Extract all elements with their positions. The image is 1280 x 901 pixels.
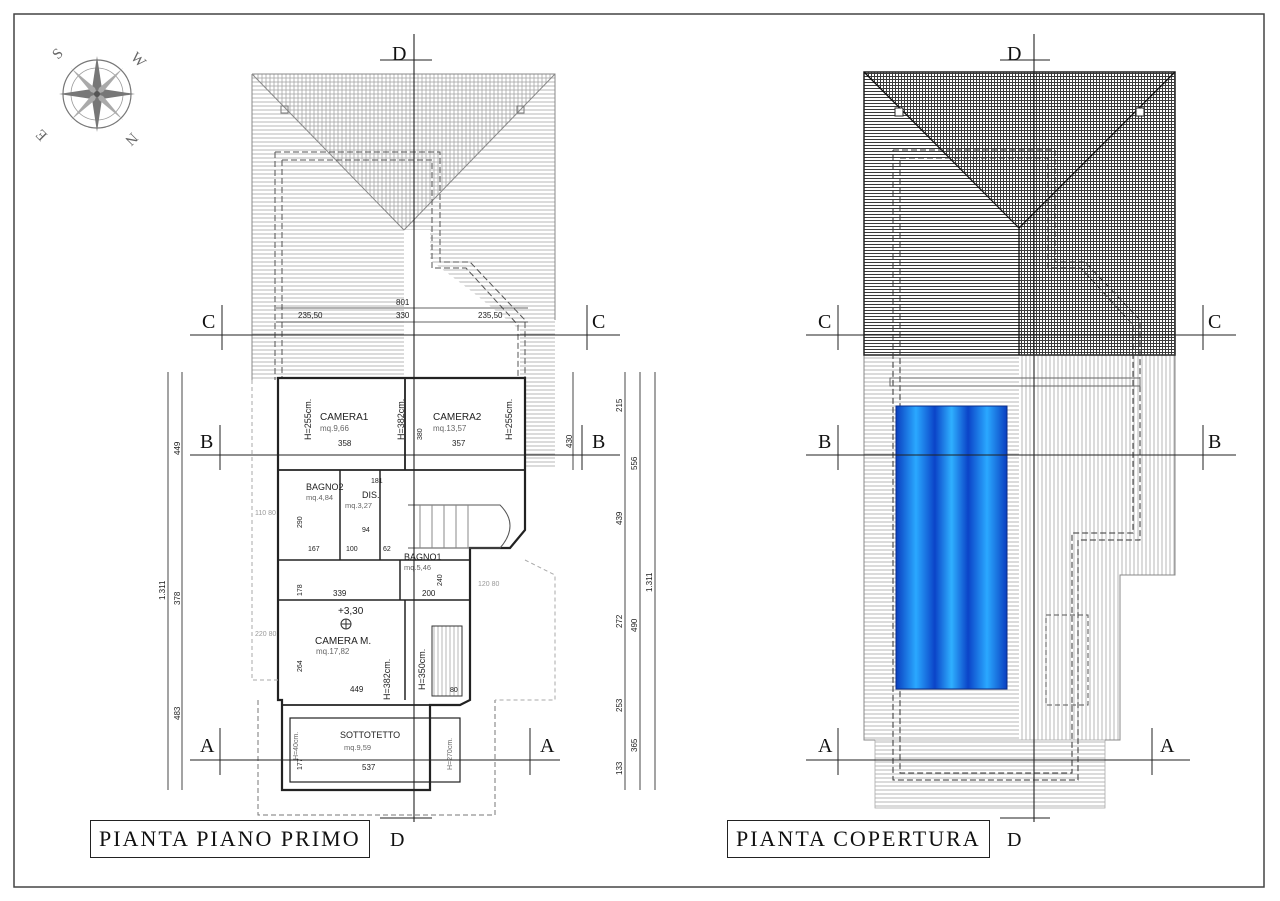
room-bagno1-area: mq.5,46: [404, 563, 431, 572]
dim-left-chain-total: 1.311: [158, 580, 167, 600]
dim-inner: 80: [450, 687, 458, 694]
dim-right-chain: 253: [615, 698, 624, 712]
room-camera1-area: mq.9,66: [320, 424, 349, 433]
compass-letter-n: N: [121, 129, 140, 148]
roof-section-mark-a-left: A: [818, 735, 833, 757]
dim-left-chain: 483: [173, 706, 182, 720]
roof-slope-left: [252, 74, 555, 468]
roof-section-mark-b-right: B: [1208, 431, 1221, 453]
section-mark-b-right: B: [592, 431, 605, 453]
floor-plan: CAMERA1 mq.9,66 CAMERA2 mq.13,57 BAGNO2 …: [158, 34, 656, 851]
room-camera2-area: mq.13,57: [433, 424, 467, 433]
height-sottotetto-high: H=270cm.: [447, 738, 454, 770]
dim-left-chain: 449: [173, 441, 182, 455]
dim-inner: 358: [338, 439, 352, 448]
height-sottotetto-low: H=40cm.: [293, 732, 300, 760]
room-dis-area: mq.3,27: [345, 501, 372, 510]
compass-letter-e: E: [33, 126, 51, 144]
roof-section-mark-b-left: B: [818, 431, 831, 453]
dim-inner: 94: [362, 527, 370, 534]
section-mark-c-left: C: [202, 311, 215, 333]
dim-inner: 100: [346, 546, 358, 553]
dim-inner: 177: [297, 758, 304, 770]
window-tag: 220 80: [255, 631, 277, 638]
room-camera1: CAMERA1: [320, 412, 369, 423]
dim-top-mid: 330: [396, 311, 410, 320]
room-bagno2: BAGNO2: [306, 482, 344, 492]
dim-inner: 178: [297, 584, 304, 596]
dim-inner: 290: [297, 516, 304, 528]
dim-inner: 537: [362, 763, 376, 772]
roof-section-mark-c-right: C: [1208, 311, 1221, 333]
dim-right-chain: 439: [615, 511, 624, 525]
dim-inner: 181: [371, 478, 383, 485]
room-sottotetto-area: mq.9,59: [344, 743, 371, 752]
height-camera-m: H=382cm.: [382, 659, 392, 700]
dim-overall-width: 801: [396, 298, 410, 307]
dim-left-chain: 378: [173, 591, 182, 605]
room-sottotetto: SOTTOTETTO: [340, 730, 400, 740]
section-mark-d-bottom: D: [390, 829, 404, 851]
section-mark-a-left: A: [200, 735, 215, 757]
dim-inner: 449: [350, 685, 364, 694]
dim-right-chain: 490: [630, 618, 639, 632]
compass-letter-s: S: [50, 46, 67, 63]
height-camera1: H=255cm.: [303, 399, 313, 440]
dim-top-right: 235,50: [478, 311, 503, 320]
title-floor-plan: PIANTA PIANO PRIMO: [90, 820, 370, 858]
level-mark: +3,30: [338, 606, 364, 617]
sheet-border: [13, 13, 1265, 888]
room-camera-m: CAMERA M.: [315, 636, 371, 647]
roof-plan: D D C C B B A A: [806, 34, 1236, 851]
dim-inner: 62: [383, 546, 391, 553]
section-mark-b-left: B: [200, 431, 213, 453]
dim-inner: 357: [452, 439, 466, 448]
compass-rose-icon: [59, 56, 135, 132]
roof-section-mark-a-right: A: [1160, 735, 1175, 757]
roof-lower-right: [1019, 355, 1175, 740]
room-dis: DIS.: [362, 490, 380, 500]
dim-right-chain: 272: [615, 614, 624, 628]
room-camera-m-area: mq.17,82: [316, 647, 350, 656]
window-tag: 120 80: [478, 581, 500, 588]
section-mark-a-right: A: [540, 735, 555, 757]
dim-right-chain: 556: [630, 456, 639, 470]
dim-right-chain: 133: [615, 761, 624, 775]
title-roof-plan: PIANTA COPERTURA: [727, 820, 990, 858]
dim-inner: 200: [422, 589, 436, 598]
dim-right-chain: 430: [565, 434, 574, 448]
dim-top-left: 235,50: [298, 311, 323, 320]
room-bagno1: BAGNO1: [404, 552, 442, 562]
dim-inner: 264: [297, 660, 304, 672]
dim-inner: 240: [437, 574, 444, 586]
room-bagno2-area: mq.4,84: [306, 493, 333, 502]
height-chimney: H=350cm.: [417, 649, 427, 690]
height-camera2: H=255cm.: [504, 399, 514, 440]
section-mark-c-right: C: [592, 311, 605, 333]
window-tag: 110 80: [255, 510, 276, 517]
dim-inner: 167: [308, 546, 320, 553]
dim-inner: 339: [333, 589, 347, 598]
dim-right-chain: 365: [630, 738, 639, 752]
room-camera2: CAMERA2: [433, 412, 482, 423]
pool: [895, 405, 1008, 690]
compass-letter-w: W: [127, 50, 149, 72]
dim-right-chain-total: 1.311: [645, 572, 654, 592]
roof-section-mark-d-top: D: [1007, 43, 1021, 65]
roof-section-mark-c-left: C: [818, 311, 831, 333]
roof-section-mark-d-bottom: D: [1007, 829, 1021, 851]
section-mark-d-top: D: [392, 43, 406, 65]
terrace-bottom: [874, 739, 1106, 809]
height-center: H=382cm.: [396, 399, 406, 440]
dim-inner: 380: [417, 428, 424, 440]
dim-right-chain: 215: [615, 398, 624, 412]
